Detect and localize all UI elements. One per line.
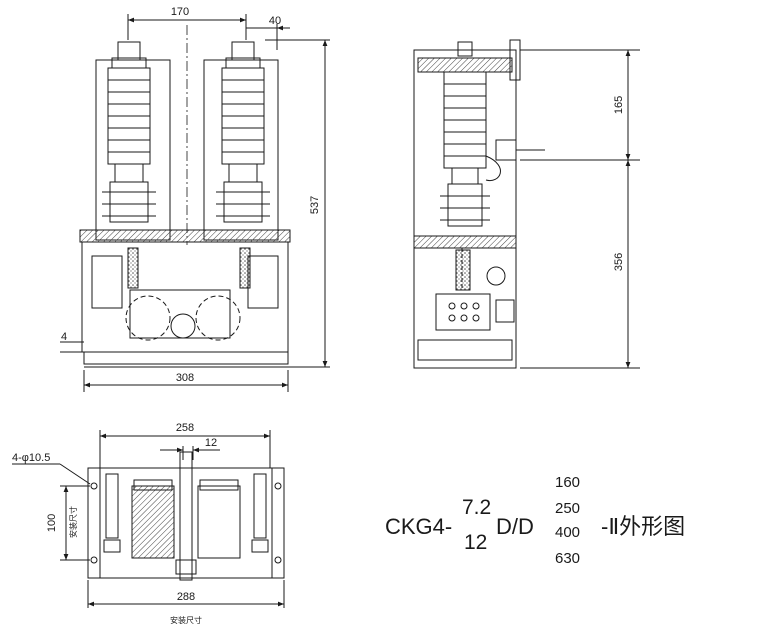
title-current-400: 400	[555, 524, 580, 541]
left-insulator-ribs	[108, 79, 150, 153]
dim-bottom-gap: 12	[205, 437, 217, 449]
dim-front-base: 4	[61, 331, 67, 343]
dim-front-bottom-width: 308	[176, 372, 194, 384]
dim-side-upper: 165	[613, 96, 625, 114]
title-current-160: 160	[555, 474, 580, 491]
install-label-vertical: 安装尺寸	[68, 506, 78, 538]
title-current-630: 630	[555, 550, 580, 567]
side-view	[413, 39, 640, 369]
dim-front-offset: 40	[269, 15, 281, 27]
dim-side-lower: 356	[613, 253, 625, 271]
dim-install-width: 288	[177, 591, 195, 603]
dim-front-width-top: 170	[171, 6, 189, 18]
hole-note: 4-φ10.5	[12, 452, 50, 464]
dim-front-height: 537	[309, 196, 321, 214]
dim-hole-spacing: 100	[46, 514, 58, 532]
title-suffix: -Ⅱ外形图	[601, 514, 685, 539]
title-prefix: CKG4-	[385, 514, 452, 539]
drawing-title: CKG4- 7.2 12 D/D 160 250 400 630 -Ⅱ外形图	[385, 474, 685, 567]
title-model-mid: D/D	[496, 514, 534, 539]
right-insulator-ribs	[222, 79, 264, 153]
dim-bottom-width: 258	[176, 422, 194, 434]
title-voltage-bottom: 12	[464, 531, 487, 554]
install-label-bottom: 安装尺寸	[170, 615, 202, 625]
front-view	[60, 14, 330, 392]
title-current-250: 250	[555, 500, 580, 517]
title-voltage-top: 7.2	[462, 496, 491, 519]
bottom-view	[12, 430, 285, 608]
